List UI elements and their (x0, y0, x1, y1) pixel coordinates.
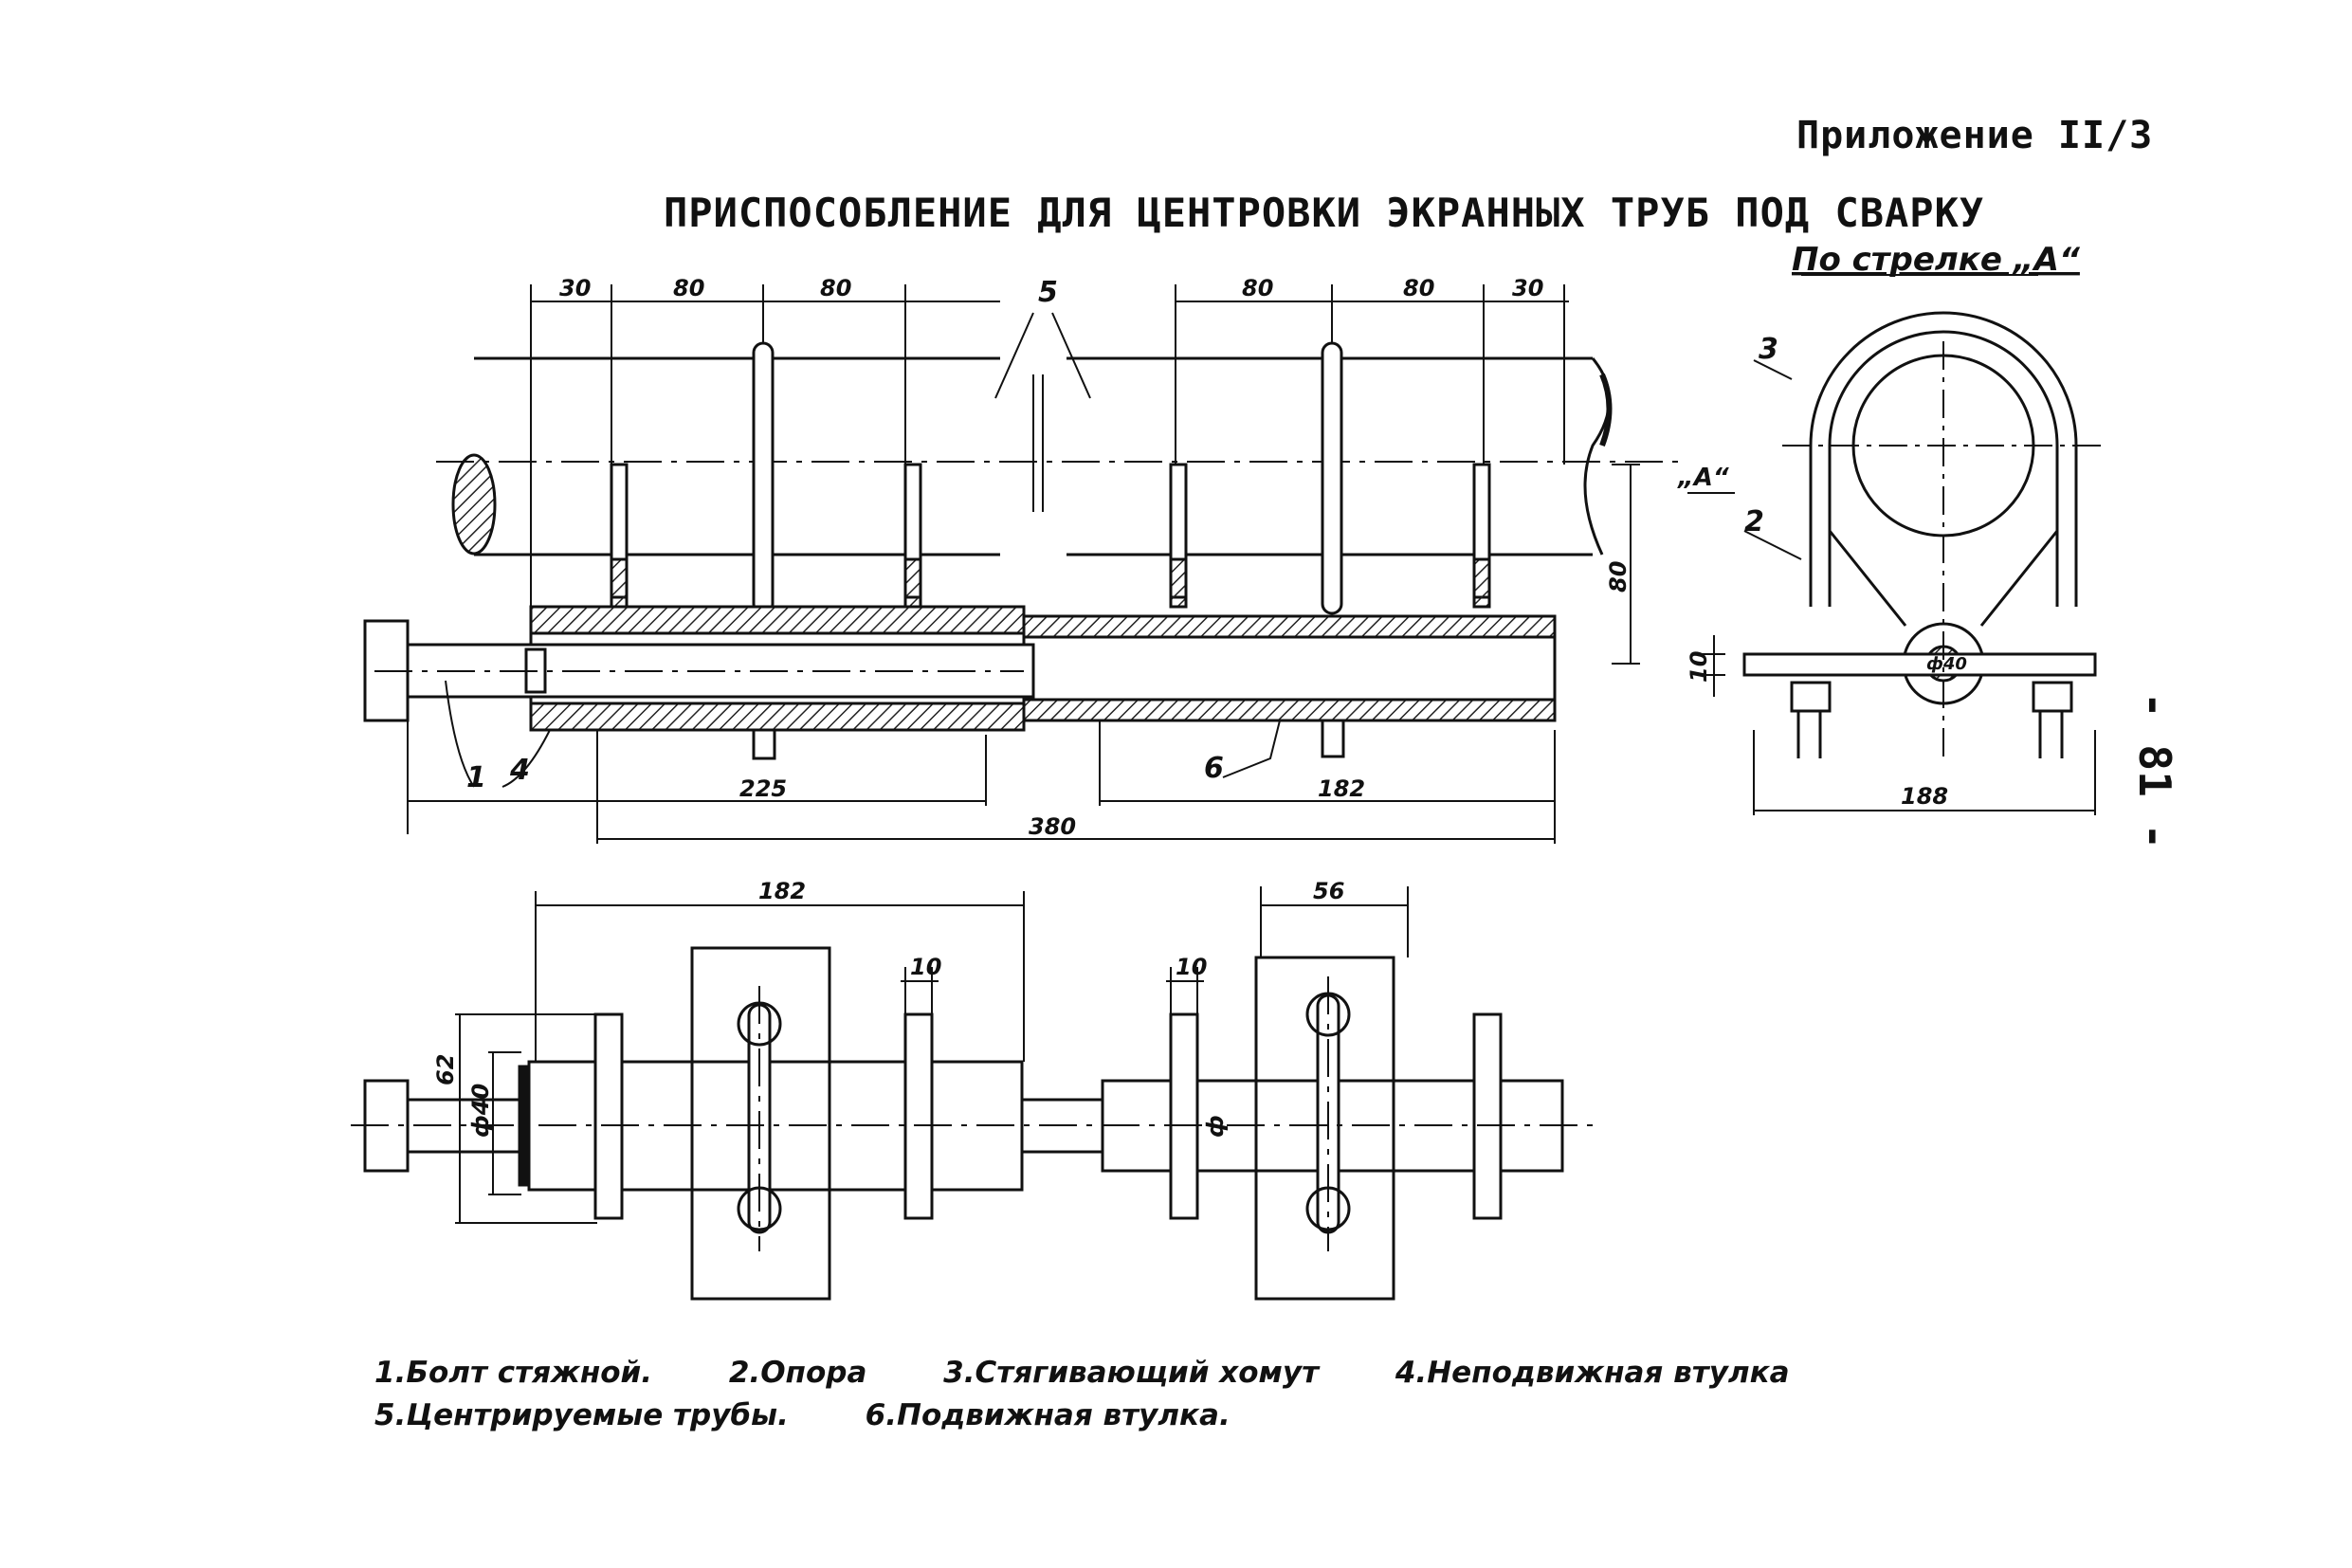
appendix-label: Приложение II/3 (1796, 114, 2154, 157)
legend-item-2: 2.Опора (728, 1356, 867, 1390)
dim-182-lower: 182 (1318, 775, 1365, 802)
callout-2: 2 (1744, 505, 1764, 538)
front-view (363, 284, 1735, 844)
callout-5: 5 (1038, 276, 1058, 309)
callout-6: 6 (1204, 752, 1224, 785)
legend-item-5: 5.Центрируемые трубы. (374, 1398, 789, 1432)
plan-view (351, 886, 1593, 1301)
legend-line-2: 5.Центрируемые трубы. 6.Подвижная втулка… (374, 1398, 1297, 1432)
dim-plan-10a: 10 (910, 954, 941, 980)
side-view (1702, 274, 2105, 815)
dim-plan-d40: ф40 (467, 1084, 494, 1138)
dim-plan-d: ф (1202, 1115, 1229, 1138)
dim-plan-182: 182 (758, 878, 806, 904)
dim-top-left-2: 80 (673, 275, 704, 301)
legend-line-1: 1.Болт стяжной. 2.Опора 3.Стягивающий хо… (374, 1356, 1856, 1390)
legend-item-6: 6.Подвижная втулка. (865, 1398, 1231, 1432)
dim-plan-56: 56 (1313, 878, 1344, 904)
callout-1: 1 (466, 761, 486, 794)
dim-top-right-3: 30 (1512, 275, 1543, 301)
legend-item-3: 3.Стягивающий хомут (943, 1356, 1320, 1390)
callout-3: 3 (1759, 333, 1778, 366)
dim-top-left-3: 80 (820, 275, 851, 301)
legend-item-1: 1.Болт стяжной. (374, 1356, 653, 1390)
legend-item-4: 4.Неподвижная втулка (1395, 1356, 1790, 1390)
callout-4: 4 (509, 754, 530, 787)
dim-top-right-2: 80 (1403, 275, 1434, 301)
side-view-caption: По стрелке „А“ (1792, 241, 2081, 279)
dim-top-right-1: 80 (1242, 275, 1273, 301)
dim-380: 380 (1029, 813, 1076, 840)
drawing-title: ПРИСПОСОБЛЕНИЕ ДЛЯ ЦЕНТРОВКИ ЭКРАННЫХ ТР… (664, 190, 1985, 236)
dim-side-10: 10 (1686, 651, 1712, 683)
dim-side-188: 188 (1901, 783, 1948, 810)
dim-plan-10b: 10 (1176, 954, 1207, 980)
dim-225: 225 (739, 775, 787, 802)
dim-height-80: 80 (1605, 561, 1632, 593)
dim-side-d40: ф40 (1926, 654, 1967, 674)
arrow-a-label: „А“ (1677, 464, 1729, 492)
dim-plan-62: 62 (432, 1054, 459, 1085)
dim-top-left-1: 30 (559, 275, 591, 301)
